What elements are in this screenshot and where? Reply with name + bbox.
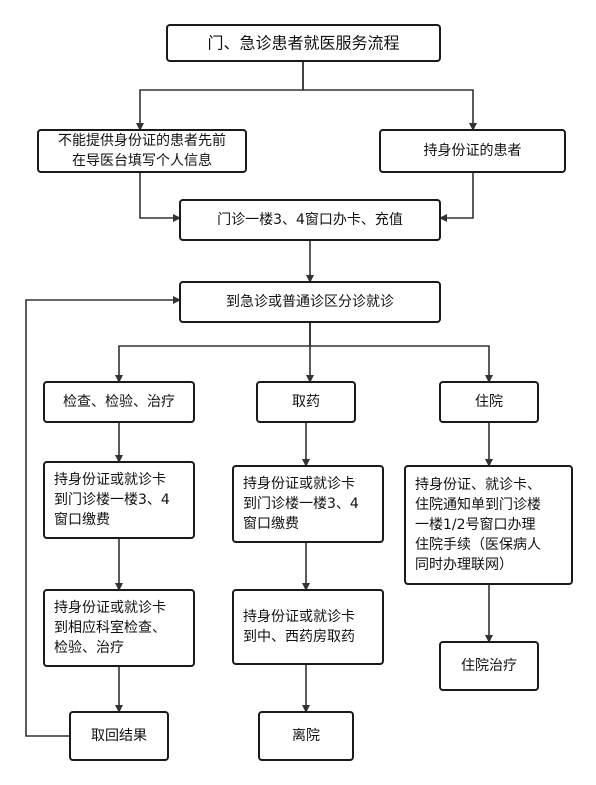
node-pay2-label: 窗口缴费 — [243, 515, 299, 532]
node-exam-label: 检查、检验、治疗 — [63, 394, 175, 410]
arrow-title-to-no_id — [136, 61, 304, 131]
node-leave-label: 离院 — [292, 727, 320, 744]
node-treat-box — [439, 641, 539, 691]
node-no_id-label: 在导医台填写个人信息 — [72, 152, 212, 169]
arrow-results-to-triage — [25, 296, 181, 737]
node-with_id: 持身份证的患者 — [379, 129, 566, 173]
arrow-no_id-to-card — [139, 172, 181, 222]
node-with_id-label: 持身份证的患者 — [424, 143, 522, 159]
node-treat-label: 住院治疗 — [461, 658, 517, 674]
node-pay2-label: 持身份证或就诊卡 — [243, 476, 355, 492]
node-dept-label: 到相应科室检查、 — [54, 619, 166, 636]
arrow-triage-to-exam — [115, 322, 311, 383]
node-pay2-box — [232, 465, 384, 543]
node-pharmacy-label: 持身份证或就诊卡 — [243, 609, 355, 625]
node-inpatient-label: 住院 — [475, 394, 503, 410]
arrow-triage-to-inpatient — [309, 322, 493, 383]
node-leave-box — [258, 711, 354, 761]
arrow-with_id-to-card — [439, 172, 474, 222]
node-dept-box — [43, 589, 195, 667]
node-triage-box — [179, 281, 441, 323]
node-pay1-label: 到门诊楼一楼3、4 — [54, 492, 170, 508]
node-triage: 到急诊或普通诊区分诊就诊 — [179, 281, 441, 323]
node-dept-label: 检验、治疗 — [54, 640, 124, 656]
node-results: 取回结果 — [69, 711, 169, 761]
node-treat: 住院治疗 — [439, 641, 539, 691]
node-admission-label: 住院通知单到门诊楼 — [415, 496, 541, 513]
node-results-label: 取回结果 — [91, 728, 147, 744]
node-card: 门诊一楼3、4窗口办卡、充值 — [179, 199, 441, 241]
node-pay1-label: 持身份证或就诊卡 — [54, 472, 166, 488]
node-exam: 检查、检验、治疗 — [43, 381, 195, 423]
node-dept-label: 持身份证或就诊卡 — [54, 600, 166, 616]
node-results-box — [69, 711, 169, 761]
node-pharmacy-box — [232, 589, 384, 665]
node-leave: 离院 — [258, 711, 354, 761]
node-admission-label: 住院手续（医保病人 — [415, 536, 541, 553]
node-admission-label: 同时办理联网） — [415, 557, 513, 573]
node-title: 门、急诊患者就医服务流程 — [166, 24, 441, 62]
node-medicine-label: 取药 — [292, 394, 320, 410]
node-medicine-box — [256, 381, 356, 423]
node-with_id-box — [379, 129, 566, 173]
arrow-title-to-with_id — [302, 61, 477, 131]
node-no_id-label: 不能提供身份证的患者先前 — [58, 132, 226, 149]
node-admission: 持身份证、就诊卡、住院通知单到门诊楼一楼1/2号窗口办理住院手续（医保病人同时办… — [404, 465, 573, 585]
node-title-box — [166, 24, 441, 62]
node-admission-label: 一楼1/2号窗口办理 — [415, 516, 536, 533]
node-title-label: 门、急诊患者就医服务流程 — [207, 34, 399, 53]
node-card-box — [179, 199, 441, 241]
node-triage-label: 到急诊或普通诊区分诊就诊 — [226, 294, 394, 310]
node-inpatient-box — [439, 381, 539, 423]
node-pharmacy-label: 到中、西药房取药 — [243, 629, 355, 645]
node-pay1-label: 窗口缴费 — [54, 511, 110, 528]
node-inpatient: 住院 — [439, 381, 539, 423]
node-pay1-box — [43, 461, 195, 539]
node-pay2-label: 到门诊楼一楼3、4 — [243, 496, 359, 512]
node-medicine: 取药 — [256, 381, 356, 423]
node-admission-box — [404, 465, 573, 585]
node-exam-box — [43, 381, 195, 423]
node-card-label: 门诊一楼3、4窗口办卡、充值 — [217, 211, 403, 228]
node-no_id-box — [37, 129, 247, 173]
node-admission-label: 持身份证、就诊卡、 — [415, 477, 541, 493]
